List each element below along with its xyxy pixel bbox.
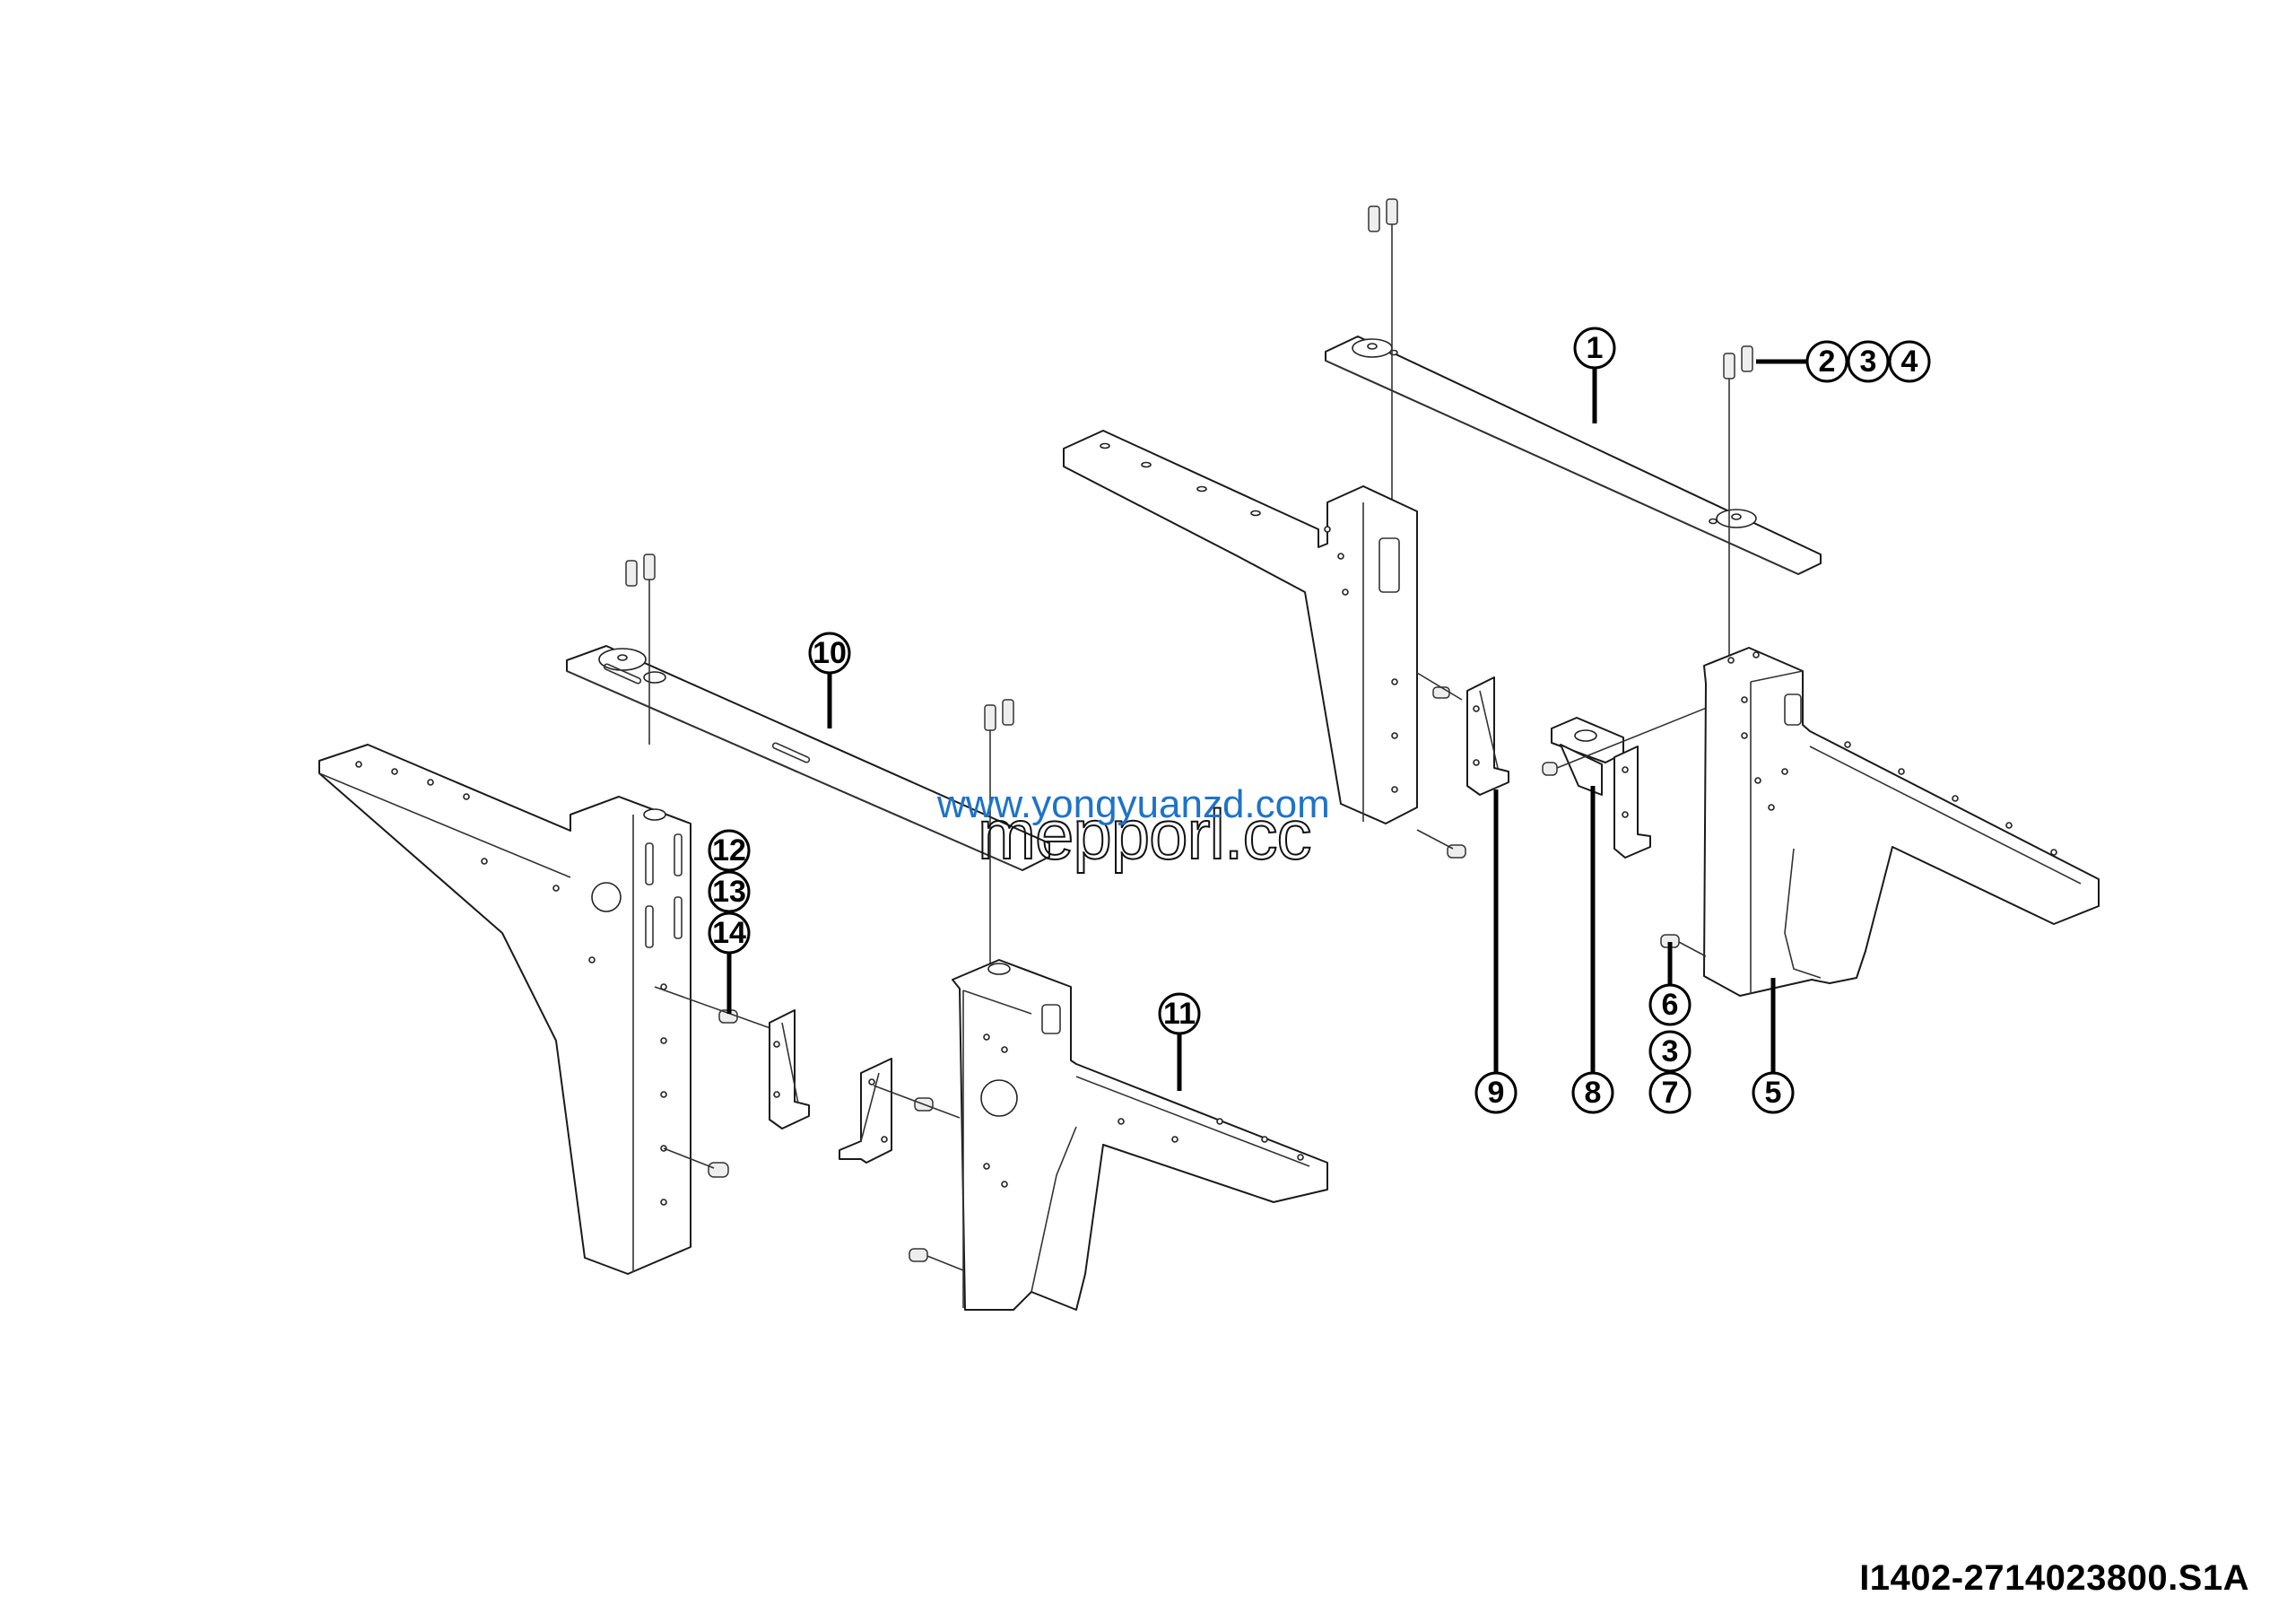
bolt-leg-lower-left xyxy=(663,1147,729,1178)
callout-3-top: 3 xyxy=(1847,340,1890,383)
bolt-pair-top-right xyxy=(1723,345,1753,664)
bolt-pair-top-middle xyxy=(984,699,1014,978)
svg-text:9: 9 xyxy=(1488,1076,1505,1110)
svg-text:7: 7 xyxy=(1662,1076,1679,1110)
svg-text:3: 3 xyxy=(1860,344,1877,379)
svg-text:10: 10 xyxy=(813,636,847,670)
callout-13: 13 xyxy=(708,870,751,913)
document-id: I1402-2714023800.S1A xyxy=(1859,1558,2249,1598)
svg-text:1: 1 xyxy=(1587,331,1604,365)
svg-text:3: 3 xyxy=(1662,1034,1679,1068)
callout-7: 7 xyxy=(1648,1071,1692,1114)
callout-8: 8 xyxy=(1571,1071,1614,1114)
leg-part-11 xyxy=(952,959,1328,1311)
watermark-secondary: mepporl.cc xyxy=(977,794,1312,875)
leader-lines xyxy=(726,359,1806,1091)
callout-10: 10 xyxy=(808,632,851,675)
callout-3-bottom: 3 xyxy=(1648,1030,1692,1073)
bolt-between-brackets xyxy=(873,1085,961,1119)
svg-text:14: 14 xyxy=(712,916,746,950)
callout-6: 6 xyxy=(1648,983,1692,1026)
callout-2: 2 xyxy=(1805,340,1848,383)
bolt-part-6 xyxy=(1660,934,1707,957)
gusset-bracket-part-9 xyxy=(1466,676,1509,796)
callout-4: 4 xyxy=(1888,340,1931,383)
callout-5: 5 xyxy=(1752,1071,1795,1114)
bolt-pair-top-left-right-assembly xyxy=(1368,198,1398,547)
leg-part-5 xyxy=(1703,647,2100,997)
gusset-bracket-left-a xyxy=(769,1009,810,1129)
leg-upper-right-rear xyxy=(1063,430,1418,824)
svg-text:2: 2 xyxy=(1819,344,1836,379)
callout-9: 9 xyxy=(1474,1071,1518,1114)
svg-text:4: 4 xyxy=(1901,344,1918,379)
callout-14: 14 xyxy=(708,911,751,955)
svg-text:8: 8 xyxy=(1585,1076,1602,1110)
gusset-bracket-left-b xyxy=(839,1058,892,1164)
svg-text:6: 6 xyxy=(1662,988,1679,1022)
angle-bracket-part-8 xyxy=(1542,690,1750,859)
callout-11: 11 xyxy=(1158,992,1201,1035)
bolt-leg-upper-right xyxy=(1416,672,1463,701)
svg-text:5: 5 xyxy=(1765,1076,1782,1110)
leg-left-rear xyxy=(318,744,691,1275)
bolt-pair-top-left xyxy=(625,554,656,745)
bolt-leg-lower-right xyxy=(1416,829,1466,859)
crossbeam-part-10 xyxy=(566,645,1050,871)
callout-12: 12 xyxy=(708,829,751,872)
svg-text:12: 12 xyxy=(712,833,746,868)
svg-text:11: 11 xyxy=(1163,997,1196,1031)
watermark-primary: www.yongyuanzd.com xyxy=(937,782,1330,826)
callout-1: 1 xyxy=(1573,327,1616,370)
svg-text:13: 13 xyxy=(712,875,746,909)
bolt-leg-11-lower xyxy=(909,1248,964,1271)
